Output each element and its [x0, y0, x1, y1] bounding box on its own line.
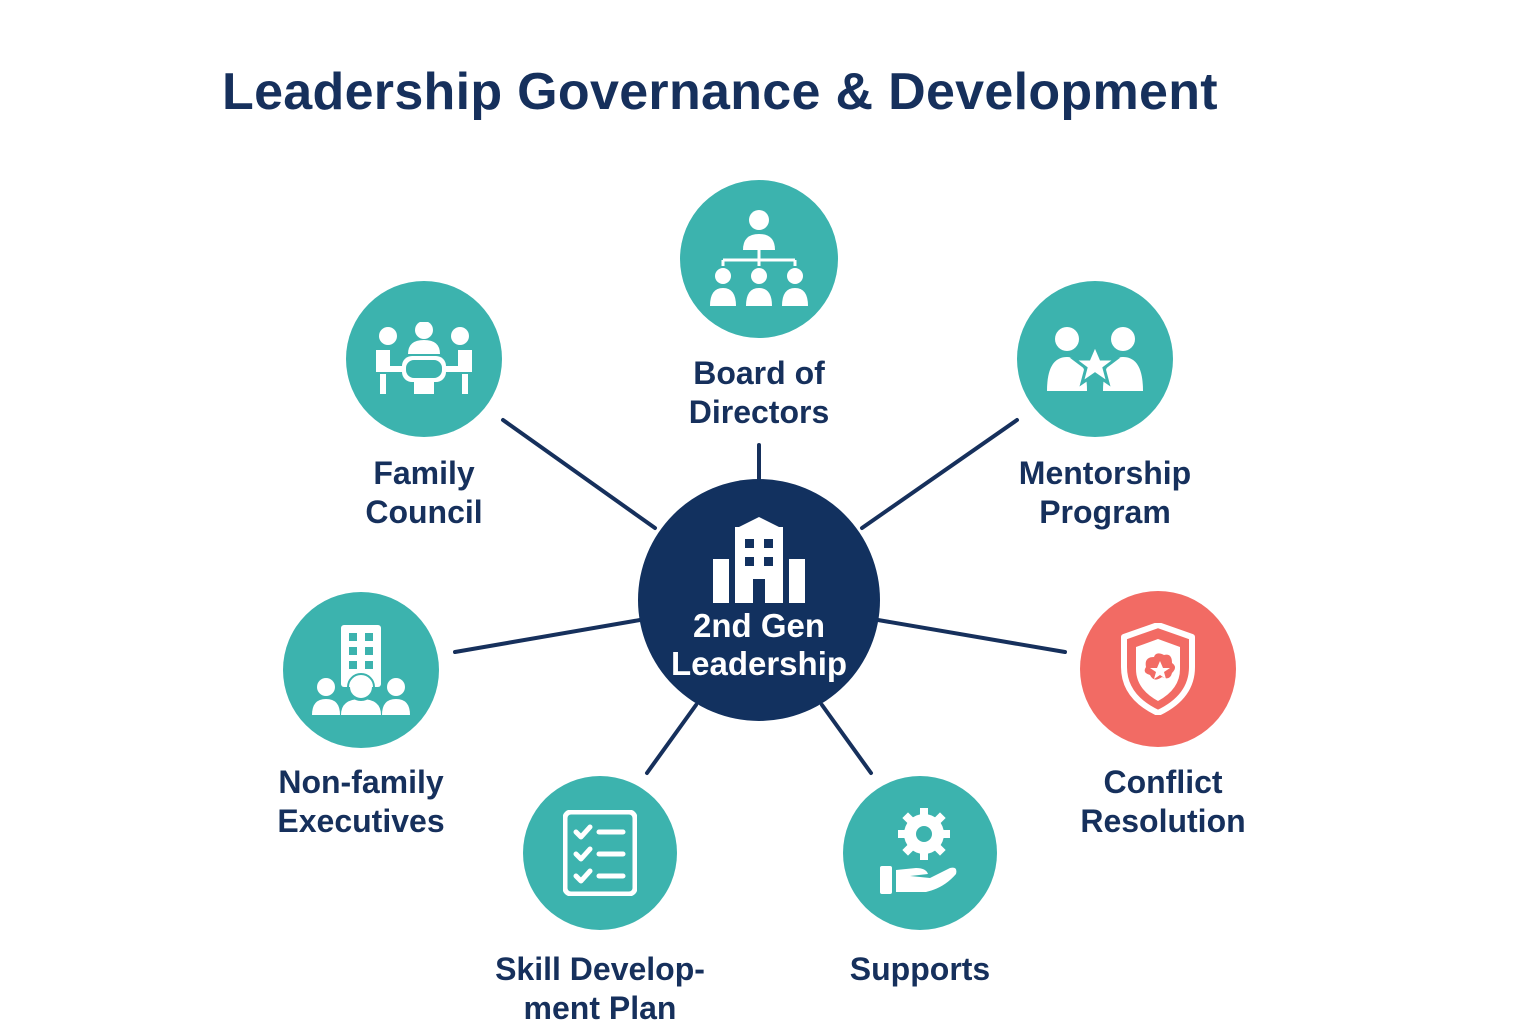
connector-mentorship — [860, 418, 1019, 530]
shield-icon — [1121, 623, 1195, 715]
connector-conflict — [876, 618, 1067, 654]
skill-label: Skill Develop- ment Plan — [495, 951, 705, 1026]
connector-family-council — [501, 418, 657, 530]
center-node[interactable]: 2nd Gen Leadership — [638, 479, 880, 721]
connector-supports — [820, 703, 873, 775]
connector-skill — [645, 703, 698, 775]
page-title: Leadership Governance & Development — [222, 63, 1218, 121]
mentorship-node[interactable] — [1017, 281, 1173, 437]
family-council-node[interactable] — [346, 281, 502, 437]
building-people-icon — [312, 625, 410, 715]
supports-label: Supports — [849, 951, 991, 987]
mentorship-label: Mentorship Program — [1018, 455, 1192, 530]
center-label: 2nd Gen Leadership — [670, 607, 848, 682]
family-council-label: Family Council — [365, 455, 483, 530]
non-family-label: Non-family Executives — [277, 764, 445, 839]
conflict-node[interactable] — [1080, 591, 1236, 747]
conflict-label: Conflict Resolution — [1080, 764, 1246, 839]
org-chart-icon — [710, 210, 808, 306]
connector-non-family — [453, 618, 642, 654]
board-label: Board of Directors — [688, 355, 830, 430]
board-node[interactable] — [680, 180, 838, 338]
skill-node[interactable] — [523, 776, 677, 930]
meeting-table-icon — [376, 322, 472, 394]
hand-gear-icon — [880, 808, 957, 894]
people-star-icon — [1047, 327, 1143, 391]
checklist-icon — [563, 810, 637, 896]
non-family-node[interactable] — [283, 592, 439, 748]
supports-node[interactable] — [843, 776, 997, 930]
building-icon — [713, 517, 805, 603]
